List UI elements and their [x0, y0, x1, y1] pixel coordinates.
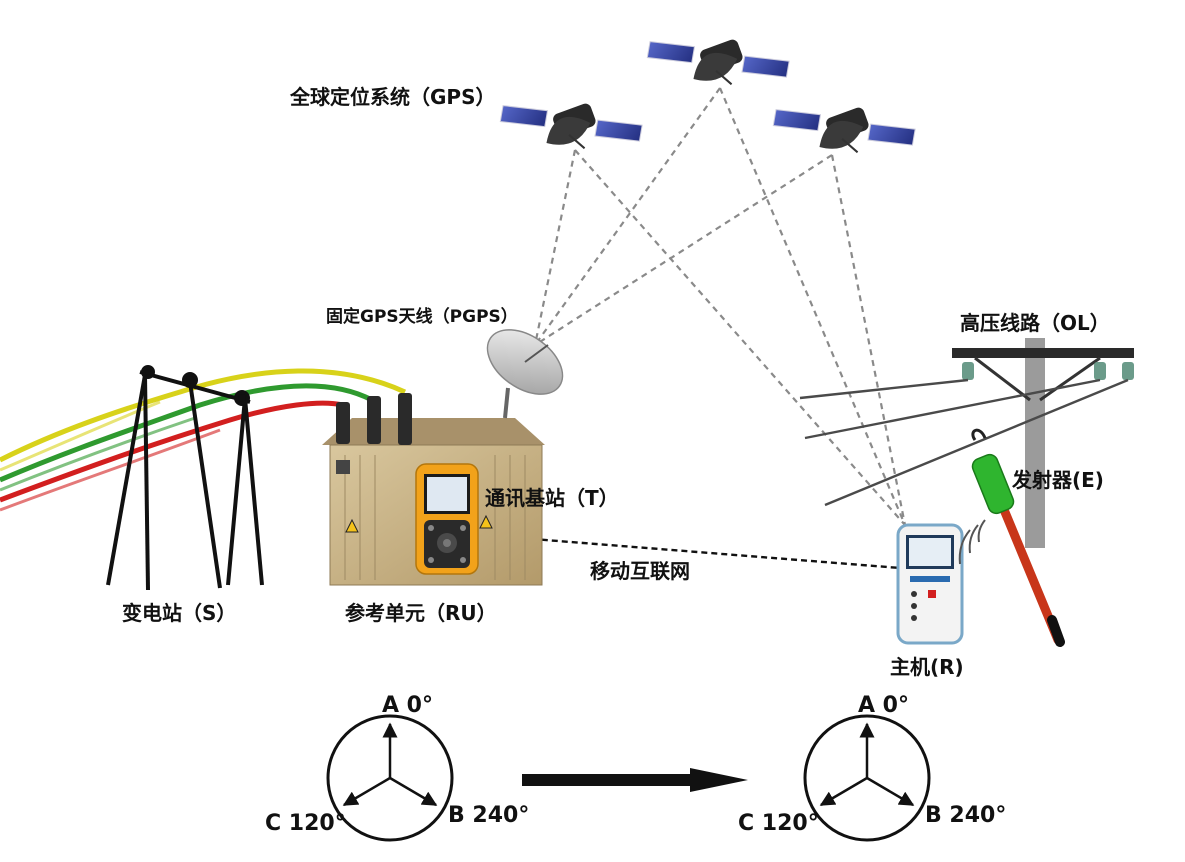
substation-lines [0, 368, 407, 512]
reference-unit-label: 参考单元（RU） [345, 601, 497, 625]
host-label: 主机(R) [890, 655, 964, 679]
substation-label: 变电站（S） [122, 601, 236, 625]
phasor-left-a-label: A 0° [382, 693, 433, 718]
phasor-diagram-right: A 0° B 240° C 120° [738, 693, 1006, 842]
high-voltage-line-label: 高压线路（OL） [960, 311, 1110, 335]
handheld-device-icon [415, 463, 479, 575]
gps-system-label: 全球定位系统（GPS） [289, 85, 495, 109]
host-device-icon [896, 523, 964, 645]
satellite-icon [772, 107, 916, 154]
power-pole-icon [952, 338, 1134, 548]
phasor-left-b-label: B 240° [448, 803, 529, 828]
dish-antenna-icon [486, 329, 564, 419]
transmitter-icon [958, 428, 1065, 647]
comm-base-station-label: 通讯基站（T） [485, 486, 619, 510]
mobile-internet-link [481, 533, 901, 570]
satellite-icon [499, 103, 643, 150]
transmitter-label: 发射器(E) [1011, 468, 1104, 492]
phasor-right-c-label: C 120° [738, 811, 819, 836]
phasor-diagram-left: A 0° B 240° C 120° [265, 693, 529, 842]
phasor-right-b-label: B 240° [925, 803, 1006, 828]
substation-tower-icon [106, 365, 264, 591]
phasor-left-c-label: C 120° [265, 811, 346, 836]
satellite-icon [646, 39, 790, 86]
phasor-right-a-label: A 0° [858, 693, 909, 718]
fixed-gps-antenna-label: 固定GPS天线（PGPS） [326, 306, 518, 327]
mobile-internet-label: 移动互联网 [590, 559, 690, 583]
arrow-right-icon [522, 768, 748, 792]
satellite-signal-lines [533, 87, 907, 526]
overhead-conductors [799, 378, 1129, 507]
